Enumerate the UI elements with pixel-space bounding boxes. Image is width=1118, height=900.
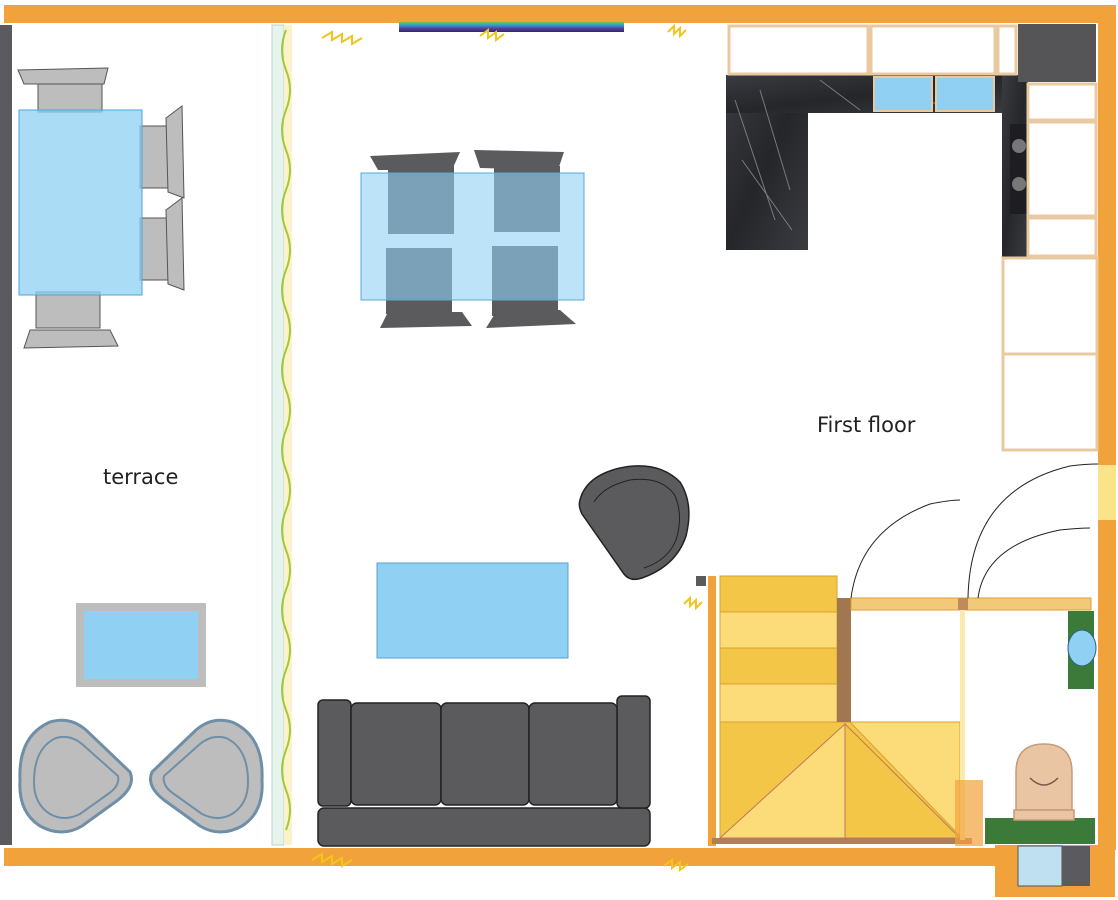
- stair-wall: [837, 598, 851, 722]
- dining-table: [360, 172, 585, 301]
- chair-back: [474, 150, 564, 170]
- staircase: [696, 575, 972, 846]
- electrical-symbol-icon: [311, 852, 353, 868]
- stair-step: [719, 683, 838, 723]
- sink-icon: [1067, 629, 1097, 667]
- curtain-wave: [281, 29, 291, 831]
- bottom-wall: [4, 848, 999, 866]
- tall-cabinet: [1026, 82, 1098, 122]
- first-floor-label: First floor: [817, 413, 916, 437]
- sofa-cushion: [528, 702, 618, 806]
- electrical-symbol-icon: [663, 858, 689, 872]
- electrical-symbols: [311, 23, 703, 872]
- toilet-icon: [1015, 743, 1073, 811]
- toilet-floor-panel: [985, 818, 1095, 844]
- terrace-dining-set: [17, 67, 185, 349]
- right-wall: [1098, 5, 1116, 465]
- stove-icon: [1010, 124, 1028, 214]
- upper-cabinet: [727, 24, 870, 76]
- upper-cabinet: [869, 24, 997, 76]
- stairs-rail: [708, 576, 716, 846]
- storage-cabinet: [1001, 352, 1099, 452]
- indoor-dining-set: [360, 150, 585, 328]
- chair-right-bottom: [139, 197, 185, 291]
- coffee-table: [376, 562, 569, 659]
- terrace-edge: [0, 25, 12, 845]
- bathroom-wall: [850, 597, 1092, 611]
- terrace-lounge: [18, 603, 264, 834]
- kitchen: [726, 24, 1099, 452]
- sink-basin: [873, 76, 933, 112]
- terrace-table: [18, 109, 143, 296]
- right-window: [1098, 465, 1116, 520]
- fridge: [1018, 24, 1096, 82]
- door-swing-icon: [967, 463, 1099, 599]
- tall-cabinet: [1026, 120, 1098, 218]
- upper-cabinet: [996, 24, 1018, 76]
- bathroom: [850, 463, 1099, 887]
- right-wall-lower: [1098, 520, 1116, 850]
- storage-cabinet: [1001, 256, 1099, 356]
- shower-tray: [1017, 845, 1063, 887]
- chair-right-top: [139, 105, 185, 199]
- living-area: [317, 465, 690, 847]
- sink-basin: [935, 76, 995, 112]
- outer-walls: [0, 5, 1116, 897]
- electrical-symbol-icon: [321, 30, 363, 46]
- top-window-strip: [399, 22, 624, 32]
- armchair: [578, 465, 690, 581]
- chair-back: [486, 310, 576, 328]
- sofa: [317, 695, 651, 847]
- stair-step: [719, 575, 838, 613]
- terrace-label: terrace: [103, 465, 179, 489]
- stair-step: [719, 647, 838, 685]
- electrical-symbol-icon: [479, 28, 505, 42]
- glass-partition: [271, 24, 292, 846]
- chair-top: [17, 67, 109, 113]
- electrical-symbol-icon: [683, 595, 703, 611]
- door-swing-icon: [850, 499, 961, 599]
- sofa-cushion: [440, 702, 530, 806]
- stair-step: [719, 611, 838, 649]
- tall-cabinet: [1026, 216, 1098, 258]
- chair-back: [370, 152, 460, 170]
- electrical-symbol-icon: [667, 23, 687, 39]
- chair-back: [380, 312, 472, 328]
- chair-bottom: [23, 291, 119, 349]
- top-wall: [4, 5, 1116, 23]
- sofa-cushion: [350, 702, 442, 806]
- door-swing-icon: [977, 527, 1091, 599]
